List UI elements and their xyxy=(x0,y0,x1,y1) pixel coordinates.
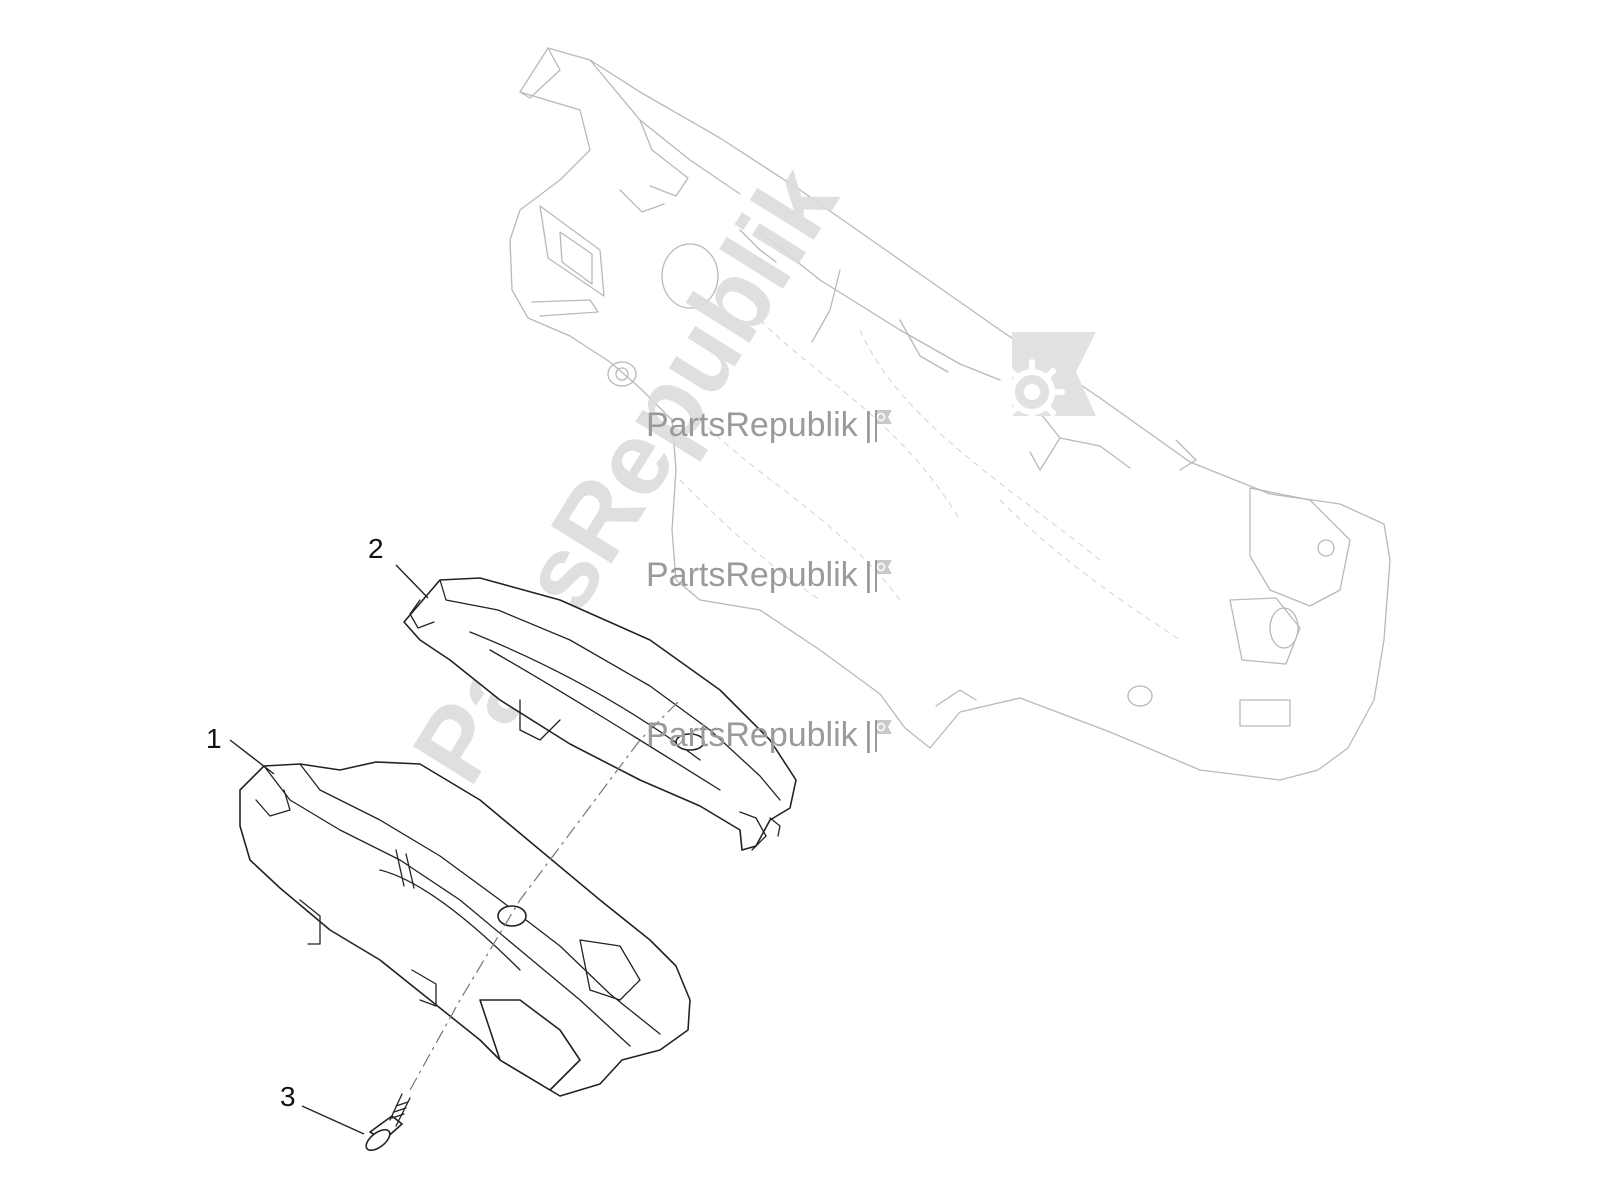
leader-line-2 xyxy=(395,564,429,599)
part-3-screw xyxy=(365,1093,411,1152)
watermark-row: PartsRepublik | xyxy=(646,556,892,594)
watermark-row: PartsRepublik | xyxy=(646,716,892,754)
watermark-separator: | xyxy=(864,556,873,594)
handlebar-cover-ghost xyxy=(509,47,1391,781)
callout-2: 2 xyxy=(368,533,384,564)
watermark-row: PartsRepublik | xyxy=(646,406,892,444)
gear-flag-icon xyxy=(875,720,892,752)
callout-3: 3 xyxy=(280,1081,296,1112)
leader-line-1 xyxy=(229,739,275,775)
gear-flag-icon xyxy=(875,560,892,592)
gear-flag-icon xyxy=(875,410,892,442)
callout-1: 1 xyxy=(206,723,222,754)
gear-logo-icon xyxy=(999,332,1096,425)
watermark-text: PartsRepublik xyxy=(646,716,859,754)
watermark-text: PartsRepublik xyxy=(646,556,859,594)
part-2-instrument-housing xyxy=(403,577,797,851)
watermark-separator: | xyxy=(864,406,873,444)
assembly-axis xyxy=(409,699,681,1091)
part-1-instrument-panel xyxy=(239,761,691,1097)
leader-line-3 xyxy=(301,1105,365,1135)
watermark-separator: | xyxy=(864,716,873,754)
watermark-text: PartsRepublik xyxy=(646,406,859,444)
